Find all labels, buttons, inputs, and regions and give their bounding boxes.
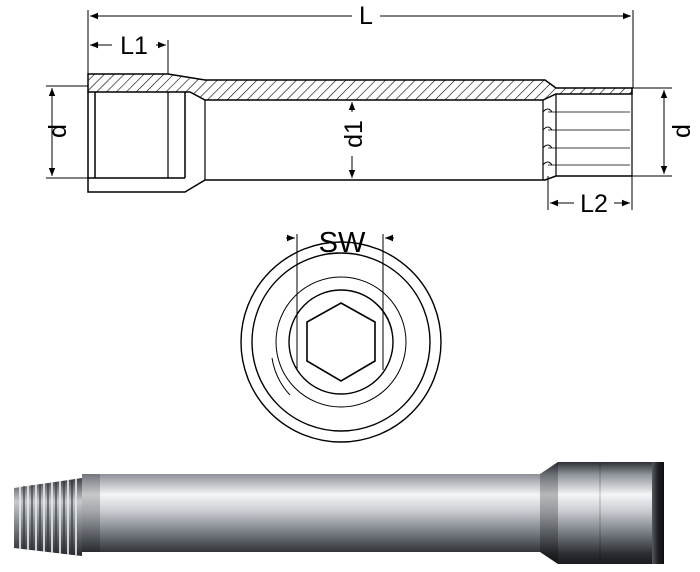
bore-circle bbox=[288, 289, 394, 395]
product-photo-threaded-pipe-extension bbox=[14, 462, 664, 564]
section-view bbox=[87, 73, 633, 193]
upper-wall-hatch bbox=[87, 73, 633, 101]
label-L: L bbox=[359, 2, 373, 30]
hex-socket bbox=[306, 302, 376, 382]
label-d-left: d bbox=[44, 124, 72, 138]
label-SW: SW bbox=[319, 227, 366, 259]
dimension-L1: L1 bbox=[90, 32, 169, 74]
thread-flank bbox=[542, 108, 553, 166]
dimension-d-left: d bbox=[44, 85, 95, 179]
end-view-hex-socket bbox=[240, 234, 442, 443]
photo-step bbox=[540, 462, 558, 564]
label-L2: L2 bbox=[580, 190, 608, 218]
outer-circle-inner bbox=[251, 252, 431, 432]
photo-main-body bbox=[82, 462, 662, 564]
dimension-d1: d1 bbox=[340, 102, 368, 178]
thread-arc bbox=[271, 357, 291, 396]
thread-region bbox=[542, 88, 633, 180]
thread-spiral bbox=[275, 276, 407, 408]
dimension-L: L bbox=[87, 2, 634, 88]
photo-collar bbox=[82, 474, 100, 552]
thread-lines bbox=[548, 111, 630, 166]
photo-thread-crests bbox=[19, 479, 77, 555]
photo-end-face bbox=[652, 462, 664, 564]
label-L1: L1 bbox=[120, 32, 148, 60]
dimension-d-right: d bbox=[632, 87, 696, 177]
socket-bore bbox=[88, 92, 186, 179]
label-d-right: d bbox=[668, 124, 696, 138]
photo-thread-roots bbox=[23, 480, 73, 555]
dimension-L2: L2 bbox=[547, 176, 633, 218]
outer-circle bbox=[240, 241, 442, 443]
label-d1: d1 bbox=[340, 120, 368, 148]
